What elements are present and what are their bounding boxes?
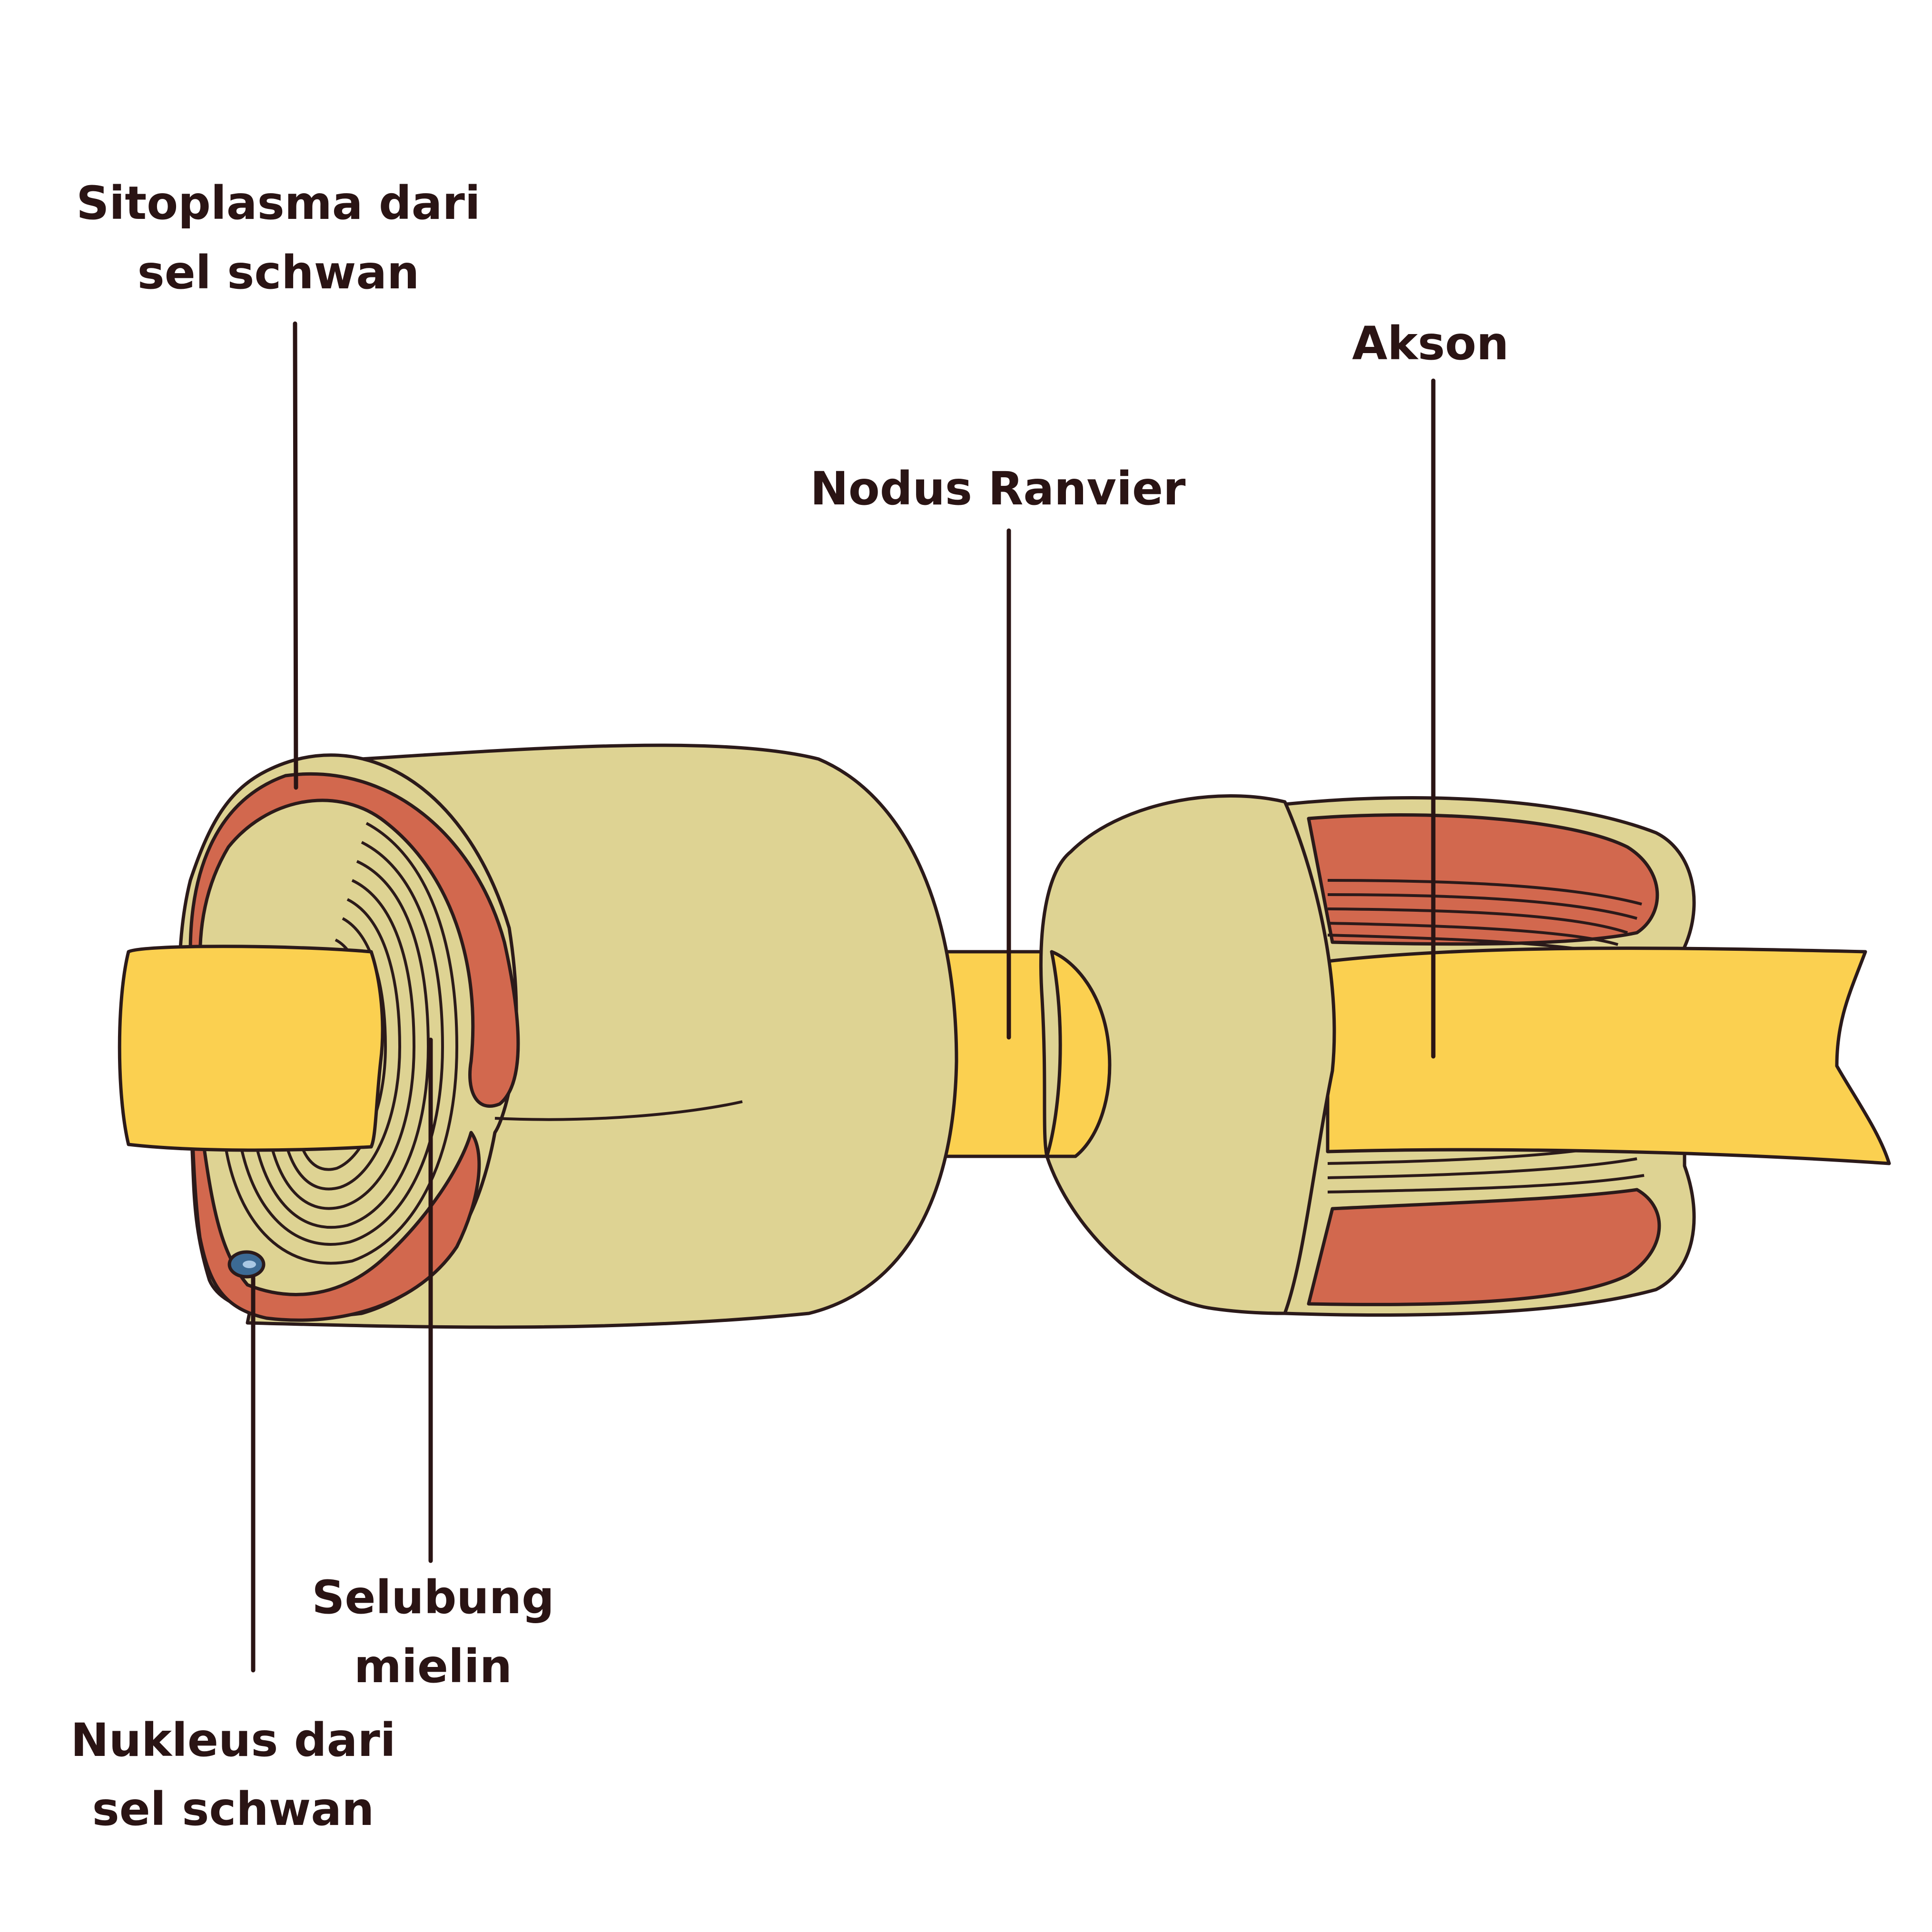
leader-cytoplasm <box>293 321 298 790</box>
left-myelin-segment <box>118 743 958 1329</box>
label-cytoplasm-line2: sel schwan <box>138 246 420 299</box>
labels: Sitoplasma dari sel schwan Akson Nodus R… <box>70 177 1508 1836</box>
label-myelin-line1: Selubung <box>312 1571 554 1624</box>
left-sheath-seam <box>494 1100 743 1121</box>
label-axon: Akson <box>1352 317 1509 370</box>
label-myelin-line2: mielin <box>354 1640 512 1693</box>
label-nucleus-line1: Nukleus dari <box>70 1714 395 1767</box>
cytoplasm-band-right-upper <box>1307 813 1659 946</box>
right-myelin-segment <box>1039 794 1891 1317</box>
leader-lines <box>251 321 1436 1673</box>
axon-right-end <box>1326 946 1891 1165</box>
cytoplasm-band-right-lower <box>1307 1188 1661 1306</box>
label-node-of-ranvier: Nodus Ranvier <box>810 462 1186 515</box>
schwann-nucleus-highlight <box>243 1261 256 1268</box>
label-cytoplasm-line1: Sitoplasma dari <box>76 177 480 230</box>
right-cap-rim <box>1045 950 1112 1158</box>
label-nucleus-line2: sel schwan <box>92 1783 375 1836</box>
axon-left-end <box>118 945 384 1152</box>
right-sheath-cap <box>1039 794 1336 1315</box>
cytoplasm-band-left <box>188 772 520 1322</box>
